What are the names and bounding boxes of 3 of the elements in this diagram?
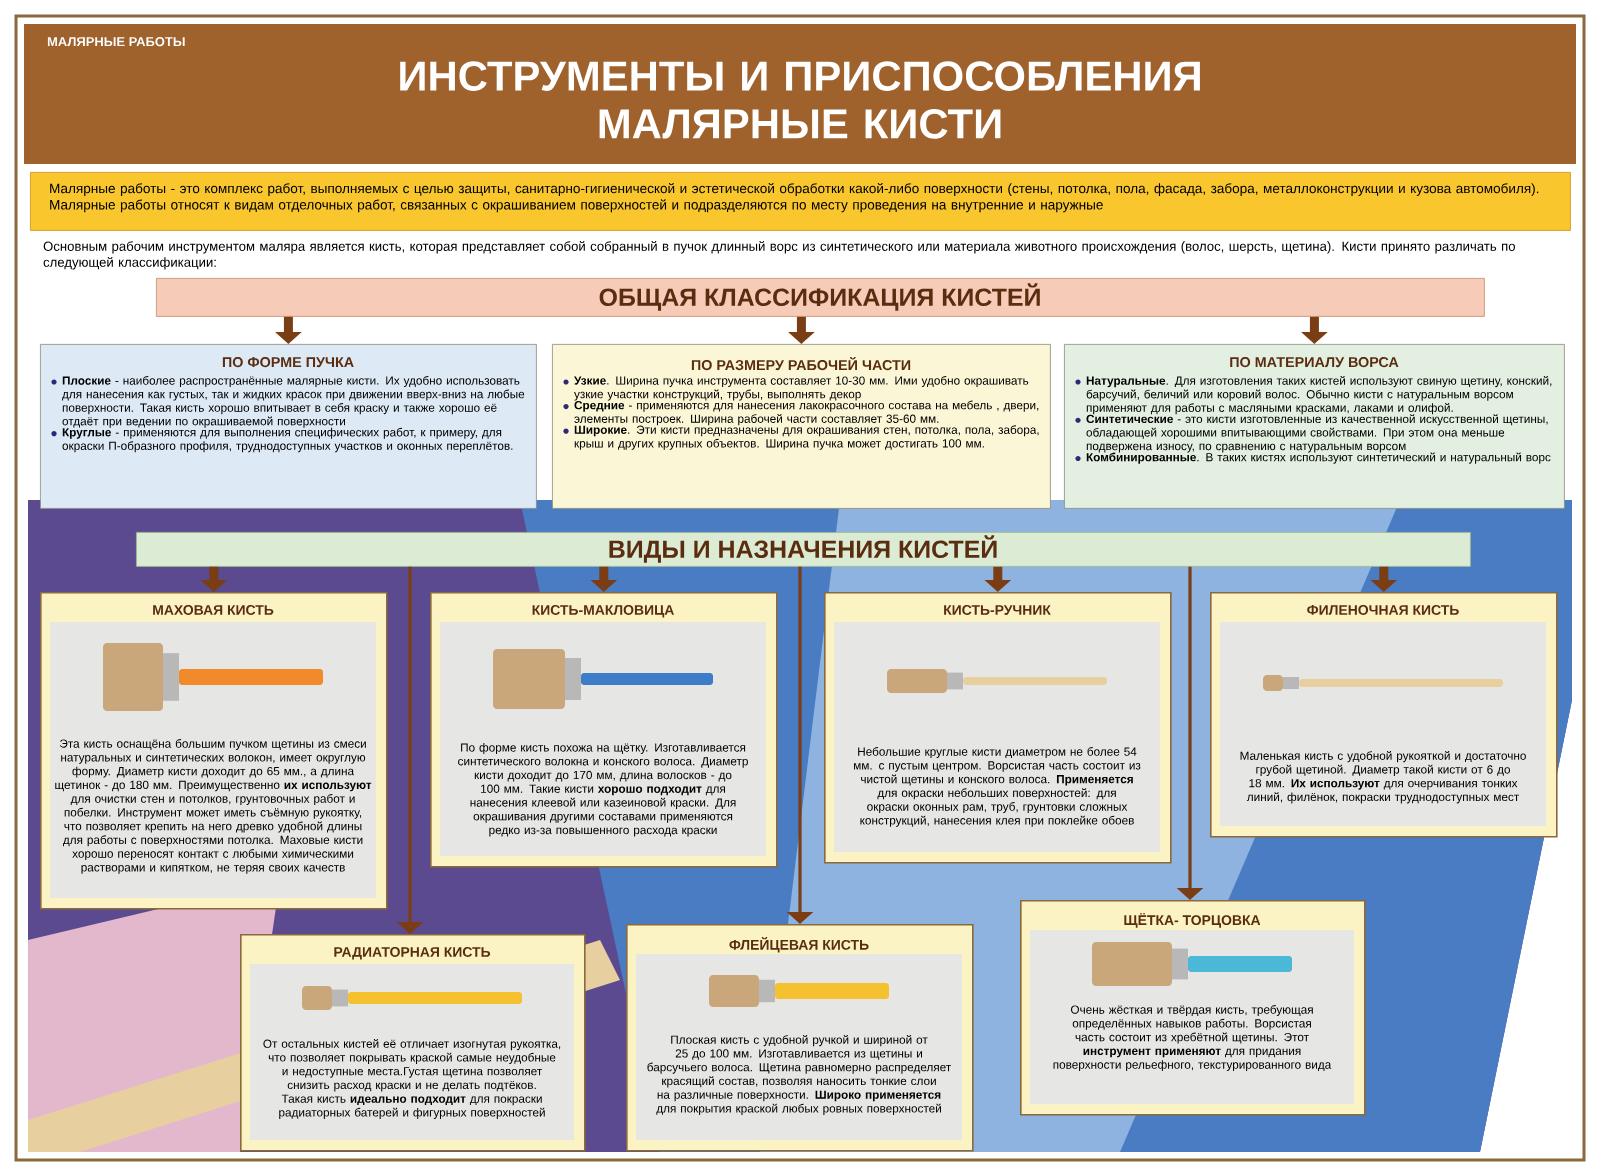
section-banner: ОБЩАЯ КЛАССИФИКАЦИЯ КИСТЕЙ (156, 278, 1485, 317)
poster-title: ИНСТРУМЕНТЫ И ПРИСПОСОБЛЕНИЯ МАЛЯРНЫЕ КИСТИ (400, 61, 1200, 139)
section-banner: ВИДЫ И НАЗНАЧЕНИЯ КИСТЕЙ (136, 532, 1471, 567)
